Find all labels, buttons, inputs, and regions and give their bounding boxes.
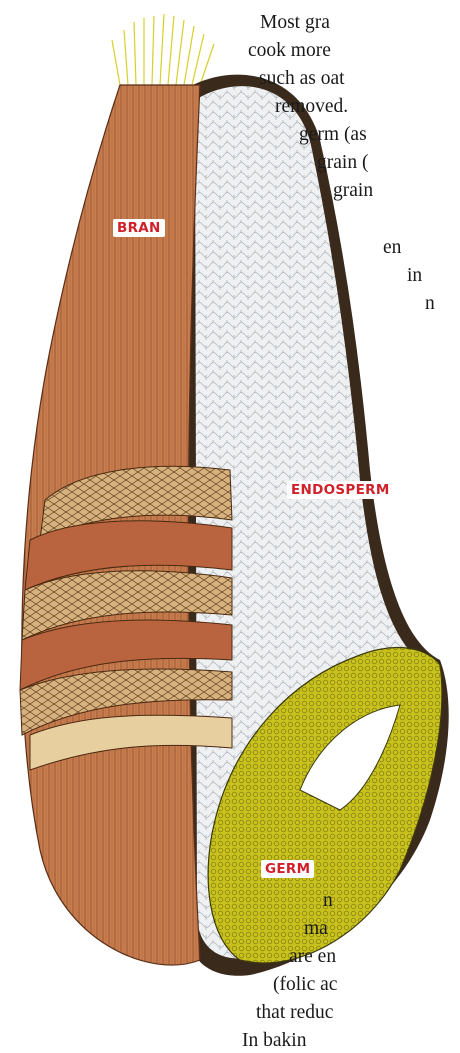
text-line-4: removed. bbox=[275, 95, 348, 119]
bran-label: BRAN bbox=[113, 219, 165, 237]
text-line-5: germ (as bbox=[299, 123, 367, 147]
text-line-14: (folic ac bbox=[273, 973, 337, 997]
brush-hairs bbox=[112, 14, 214, 85]
text-line-6: grain ( bbox=[317, 151, 368, 175]
text-line-13: are en bbox=[289, 945, 336, 969]
text-line-1: Most gra bbox=[260, 11, 330, 35]
text-line-7: grain bbox=[333, 179, 373, 203]
endosperm-label: ENDOSPERM bbox=[287, 481, 394, 499]
text-line-10: n bbox=[425, 292, 435, 316]
text-line-12: ma bbox=[304, 917, 328, 941]
text-line-2: cook more bbox=[248, 39, 331, 63]
grain-kernel-diagram bbox=[0, 0, 460, 1003]
germ-label: GERM bbox=[261, 860, 314, 878]
text-line-16: In bakin bbox=[242, 1029, 306, 1053]
text-line-9: in bbox=[407, 264, 422, 288]
text-line-3: such as oat bbox=[259, 67, 345, 91]
text-line-15: that reduc bbox=[256, 1001, 333, 1025]
text-line-11: n bbox=[323, 889, 333, 913]
text-line-8: en bbox=[383, 236, 401, 260]
